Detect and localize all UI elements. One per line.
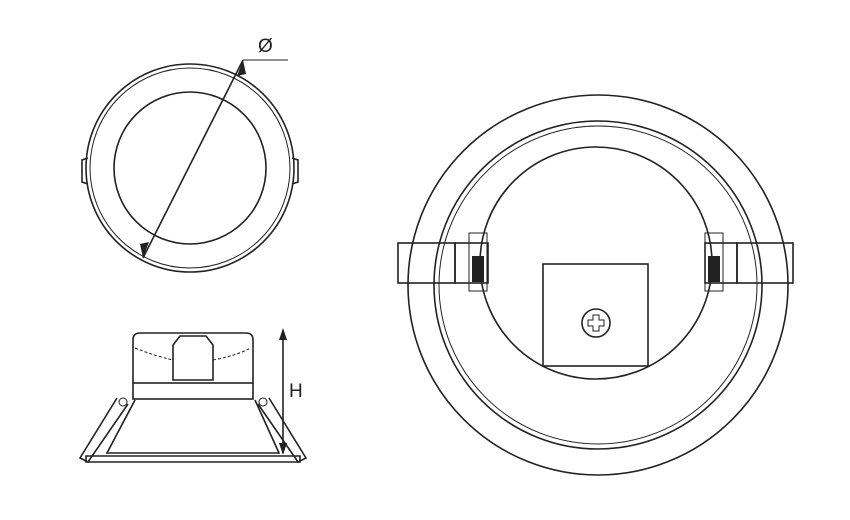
top-view: Ø (81, 36, 299, 273)
height-label: H (289, 381, 303, 402)
housing-ring-inner (438, 125, 758, 445)
rim-inner-edge (89, 67, 291, 269)
outer-rim (85, 63, 295, 273)
lens (113, 91, 267, 245)
cable-clamp (172, 335, 214, 381)
arrow-head-top (237, 60, 246, 76)
diameter-line (142, 59, 244, 259)
arrow-head-bottom (140, 242, 149, 258)
trim-flange (85, 455, 301, 463)
height-arrow-bottom (279, 443, 287, 455)
housing-contour (134, 347, 252, 361)
right-spring-clip (257, 397, 308, 464)
mounting-band (132, 382, 254, 400)
terminal-box (542, 263, 649, 367)
right-spring-bracket (704, 232, 794, 292)
driver-housing (132, 332, 254, 383)
screw-icon (581, 308, 611, 338)
left-spring-clip (78, 397, 129, 464)
housing-ring-outer (433, 120, 763, 450)
diameter-label: Ø (258, 36, 273, 57)
rear-view (397, 94, 794, 476)
reflector-body (105, 399, 281, 454)
outer-trim (407, 94, 789, 476)
driver-cover (479, 146, 713, 380)
side-view: H (78, 328, 308, 464)
left-clip (81, 157, 89, 185)
right-spring-pivot (258, 397, 268, 407)
height-arrow-top (279, 328, 287, 340)
left-spring-pivot (118, 397, 128, 407)
right-clip (291, 157, 299, 185)
left-spring-bracket (397, 232, 489, 292)
